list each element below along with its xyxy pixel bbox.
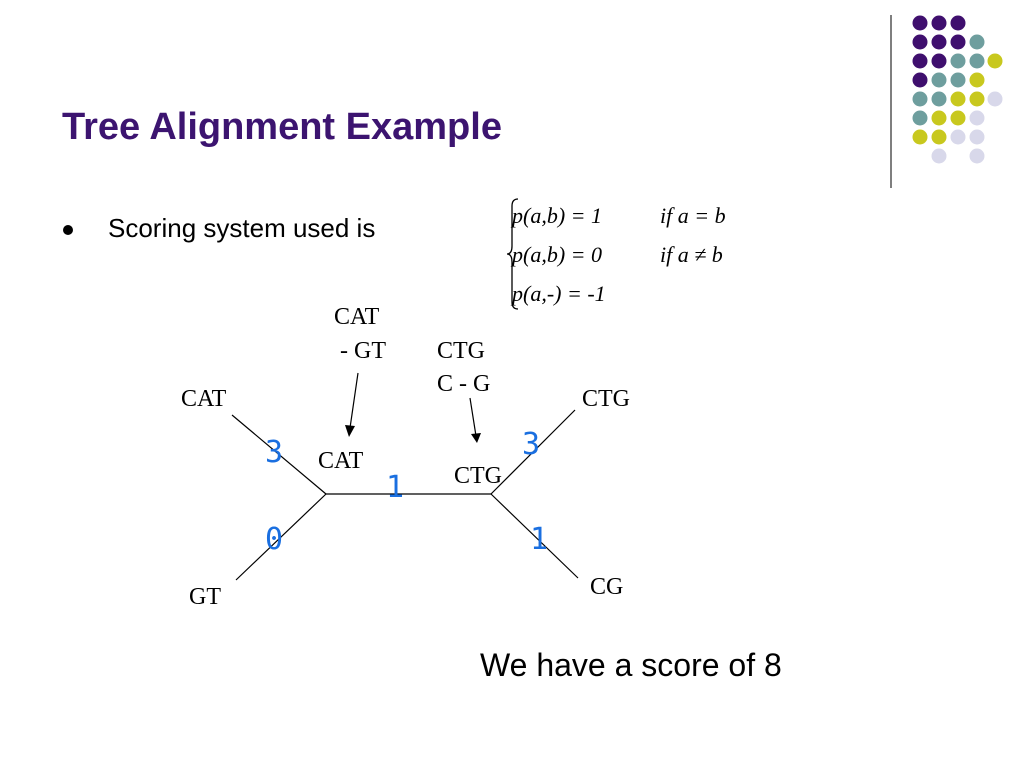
decor-dot [912,34,928,50]
formula-line-2: p(a,b) = 0 [512,242,602,267]
decor-dot [950,91,966,107]
decor-dot [969,129,985,145]
arrow-right [469,397,477,437]
bullet-text: Scoring system used is [108,213,376,243]
edge-bottom-left [235,493,327,581]
edge-bottom-right [490,493,579,579]
decor-dot [969,34,985,50]
decor-dot [912,15,928,31]
formula-line-3: p(a,-) = -1 [512,281,606,306]
weight-middle: 1 [386,470,405,505]
decor-dot [931,34,947,50]
decor-dot [912,91,928,107]
score-text: We have a score of 8 [480,647,782,683]
decor-dot [950,110,966,126]
internal-node-left: CAT [318,448,364,474]
decor-dot [912,72,928,88]
decor-dot [950,72,966,88]
decor-dot [931,110,947,126]
slide-title: Tree Alignment Example [62,106,502,148]
weight-bottom-left: 0 [265,522,284,557]
decor-dot [969,148,985,164]
decor-dot [950,34,966,50]
decor-dot [931,15,947,31]
decor-dot [950,53,966,69]
decor-dot [969,72,985,88]
decor-dot [987,53,1003,69]
decor-dot [931,72,947,88]
weight-top-right: 3 [522,427,541,462]
weight-top-left: 3 [265,435,284,470]
arrowhead-left [345,425,355,437]
decor-dot [912,110,928,126]
alignment-right-line1: CTG [437,338,485,364]
alignment-left-line1: CAT [334,304,380,330]
leaf-top-left: CAT [181,386,227,412]
edge-top-right [490,409,576,495]
decor-dot [987,91,1003,107]
decor-dot [931,91,947,107]
brace-icon [506,198,518,310]
weight-bottom-right: 1 [530,522,549,557]
decor-dot [969,110,985,126]
edge-top-left [231,414,327,495]
formula-cond-1: if a = b [660,203,726,228]
decor-dot [931,148,947,164]
decor-dot [969,91,985,107]
decor-dot [950,15,966,31]
arrow-left [349,372,359,429]
leaf-bottom-right: CG [590,574,624,600]
decor-dot [931,129,947,145]
bullet-icon [63,225,73,235]
decor-dot [912,129,928,145]
arrowhead-right [471,433,481,443]
dot-grid-logo [912,15,1003,164]
leaf-bottom-left: GT [189,584,221,610]
formula-line-1: p(a,b) = 1 [512,203,602,228]
scoring-formula: p(a,b) = 1 if a = b p(a,b) = 0 if a ≠ b p(… [512,196,726,313]
decor-dot [950,129,966,145]
formula-cond-2: if a ≠ b [660,242,723,267]
leaf-top-right: CTG [582,386,630,412]
decor-dot [969,53,985,69]
alignment-left-line2: - GT [334,338,386,364]
decor-dot [931,53,947,69]
alignment-right-line2: C - G [437,371,491,397]
decor-dot [912,53,928,69]
internal-node-right: CTG [454,463,502,489]
